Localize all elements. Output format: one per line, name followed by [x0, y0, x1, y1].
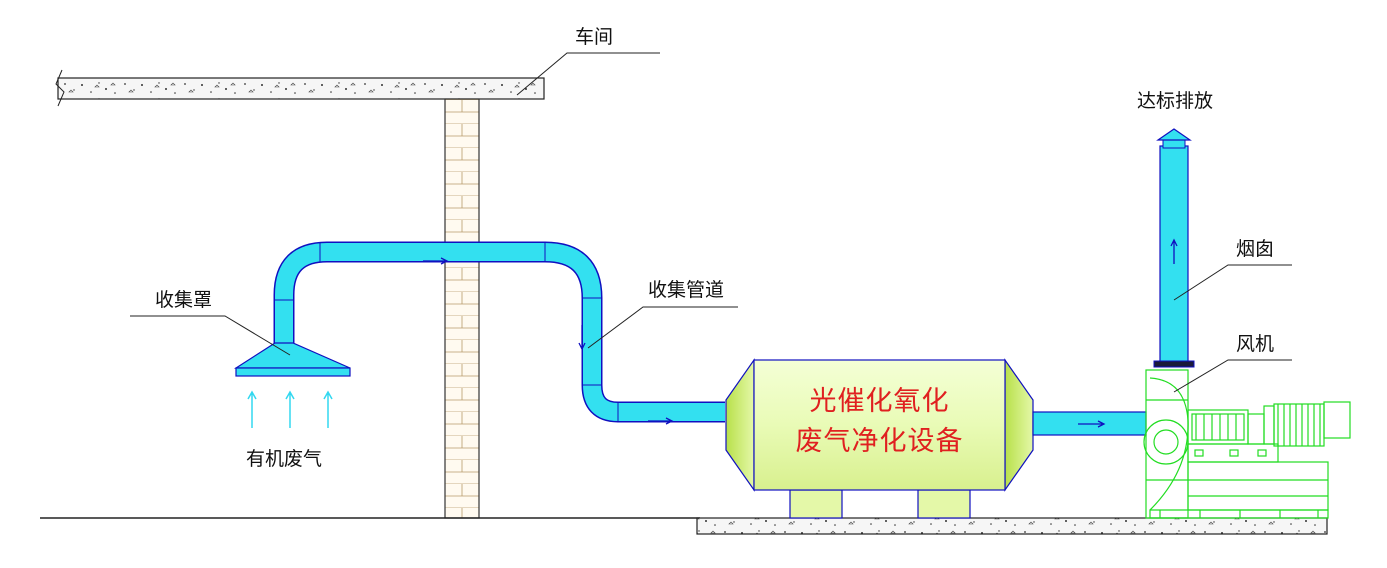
equipment-title-line1: 光催化氧化 — [809, 386, 950, 417]
leader-lines — [130, 52, 1292, 393]
chimney-label: 烟囱 — [1236, 238, 1275, 260]
equipment-title-line2: 废气净化设备 — [795, 426, 964, 457]
workshop-label: 车间 — [575, 26, 614, 48]
purification-equipment — [725, 358, 1034, 519]
collection-pipe-label: 收集管道 — [648, 279, 725, 301]
waste-gas-arrows — [247, 390, 333, 428]
collection-hood — [233, 342, 351, 377]
brick-wall — [444, 98, 480, 519]
outlet-duct — [1032, 411, 1147, 436]
collection-hood-label: 收集罩 — [155, 289, 213, 311]
workshop-roof-slab — [55, 69, 545, 107]
chimney — [1153, 128, 1195, 368]
collection-pipe — [273, 241, 725, 425]
discharge-label: 达标排放 — [1137, 90, 1214, 112]
fan-label: 风机 — [1236, 333, 1275, 355]
fan-unit — [1143, 369, 1351, 519]
ground-slab — [696, 517, 1328, 535]
organic-waste-gas-label: 有机废气 — [246, 448, 323, 470]
